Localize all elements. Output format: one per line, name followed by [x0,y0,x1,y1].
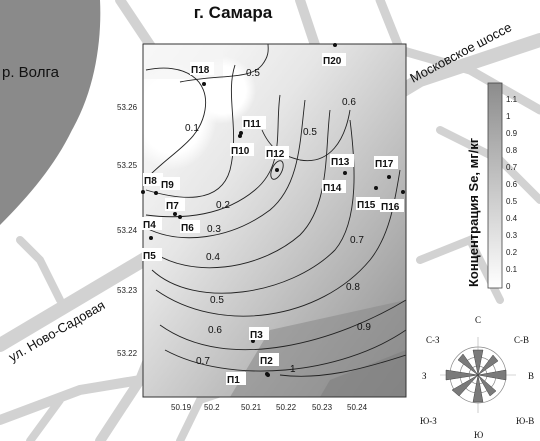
svg-text:0.2: 0.2 [506,248,518,257]
svg-text:50.19: 50.19 [171,403,192,412]
svg-text:П15: П15 [357,200,376,211]
sample-point: П13 [330,154,354,175]
rose-n: С [475,315,481,325]
isoline-labels: 0.1 0.2 0.3 0.4 0.5 0.6 0.7 0.8 0.9 1 0.… [185,68,371,375]
sample-point: П14 [322,180,346,194]
rose-nw: С-З [426,335,440,345]
svg-text:53.24: 53.24 [117,226,138,235]
svg-text:1: 1 [290,364,296,375]
svg-text:П11: П11 [243,119,261,130]
sample-point: П18 [190,62,214,86]
svg-text:1: 1 [506,112,511,121]
svg-text:0.5: 0.5 [210,295,224,306]
svg-text:П2: П2 [260,356,273,367]
rose-e: В [528,371,534,381]
svg-text:0.8: 0.8 [346,282,360,293]
sample-point: П8 [141,173,163,194]
svg-text:50.2: 50.2 [204,403,220,412]
svg-text:0.4: 0.4 [506,214,518,223]
sample-point: П9 [154,177,180,195]
svg-text:53.26: 53.26 [117,103,138,112]
sample-point: П4 [142,217,162,240]
svg-text:0.6: 0.6 [342,97,356,108]
svg-text:П8: П8 [144,176,157,187]
svg-text:0.5: 0.5 [246,68,260,79]
wind-rose: С С-В В Ю-В Ю Ю-З З С-З [413,310,540,441]
svg-text:53.22: 53.22 [117,349,138,358]
rose-se: Ю-В [516,416,534,426]
rose-sw: Ю-З [420,416,437,426]
svg-text:53.23: 53.23 [117,286,138,295]
svg-text:0.4: 0.4 [206,252,220,263]
svg-text:0.8: 0.8 [506,146,518,155]
svg-text:0.1: 0.1 [506,265,518,274]
svg-text:0.2: 0.2 [216,200,230,211]
svg-text:П12: П12 [266,149,285,160]
sample-point: П7 [165,198,185,216]
svg-text:0.5: 0.5 [303,127,317,138]
svg-text:50.22: 50.22 [276,403,297,412]
sample-point: П3 [249,327,269,343]
map-title: г. Самара [194,3,273,22]
svg-text:0.6: 0.6 [208,325,222,336]
sample-point: П20 [322,43,346,67]
river-volga [0,0,101,225]
legend: Концентрация Se, мг/кг 1.1 1 0.9 0.8 0.7… [466,82,518,291]
plot-area [143,44,406,397]
svg-text:0.9: 0.9 [506,129,518,138]
svg-text:0: 0 [506,282,511,291]
svg-text:50.21: 50.21 [241,403,262,412]
rose-s: Ю [474,430,483,440]
svg-text:1.1: 1.1 [506,95,518,104]
sample-point: П2 [259,353,279,377]
river-label: р. Волга [2,64,60,81]
svg-text:0.3: 0.3 [506,231,518,240]
sample-point: П11 [239,116,266,135]
sample-point: П17 [374,156,398,179]
svg-text:0.7: 0.7 [196,356,210,367]
svg-text:П18: П18 [191,65,210,76]
svg-text:0.9: 0.9 [357,322,371,333]
sample-point: П5 [142,248,162,262]
svg-text:П14: П14 [323,183,342,194]
svg-text:П13: П13 [331,157,350,168]
svg-text:П3: П3 [250,330,263,341]
svg-text:П6: П6 [181,223,194,234]
svg-text:0.7: 0.7 [350,235,364,246]
svg-text:0.5: 0.5 [506,197,518,206]
x-axis: 50.19 50.2 50.21 50.22 50.23 50.24 [171,403,368,412]
svg-text:53.25: 53.25 [117,161,138,170]
svg-text:П1: П1 [227,375,240,386]
svg-text:П10: П10 [231,146,250,157]
sample-point: П15 [356,186,380,211]
svg-text:П20: П20 [323,56,342,67]
rose-w: З [422,371,427,381]
svg-text:50.24: 50.24 [347,403,368,412]
svg-text:П9: П9 [161,180,174,191]
y-axis: 53.26 53.25 53.24 53.23 53.22 [117,103,138,358]
svg-text:0.6: 0.6 [506,180,518,189]
legend-title: Концентрация Se, мг/кг [466,137,481,287]
svg-text:0.7: 0.7 [506,163,518,172]
svg-text:П16: П16 [381,202,400,213]
sample-point: П12 [265,146,289,172]
svg-text:50.23: 50.23 [312,403,333,412]
svg-text:0.1: 0.1 [185,123,199,134]
svg-text:П5: П5 [143,251,156,262]
sample-points: П1 П2 П3 П4 П5 П6 П7 П8 П9 П10 П11 П12 П… [141,43,405,386]
svg-text:П7: П7 [166,201,179,212]
svg-text:0.3: 0.3 [207,224,221,235]
svg-text:П17: П17 [375,159,394,170]
svg-text:П4: П4 [143,220,156,231]
rose-ne: С-В [514,335,529,345]
sample-point: П16 [380,190,405,213]
sample-point: П6 [178,215,200,234]
